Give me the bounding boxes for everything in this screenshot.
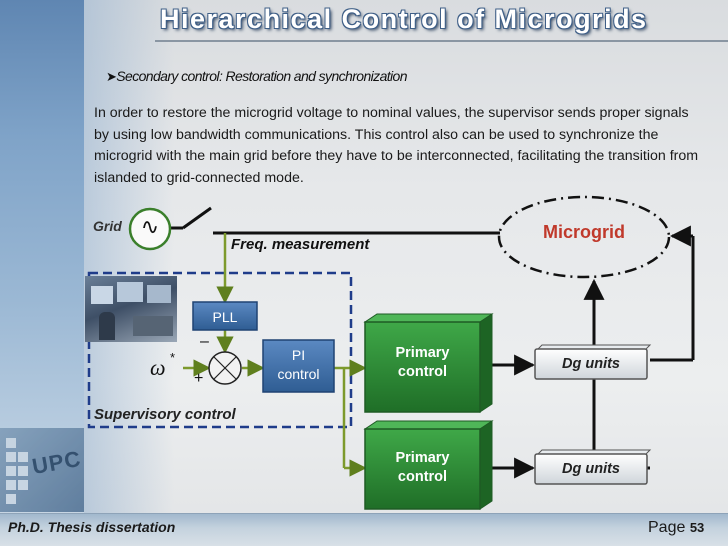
footer-divider — [0, 513, 728, 514]
summer-minus-sign: – — [200, 333, 209, 350]
primary-bottom-box — [364, 428, 481, 510]
primary-bottom-depth-side — [479, 420, 493, 510]
primary-top-box — [364, 321, 481, 413]
footer-page-label: Page — [648, 519, 686, 536]
pll-box — [192, 301, 258, 331]
title-underline — [155, 40, 728, 42]
omega-star: * — [170, 350, 176, 365]
dg-units-top-label: Dg units — [562, 356, 620, 372]
primary-bottom-depth-top — [363, 420, 494, 430]
supervisory-control-label: Supervisory control — [94, 406, 236, 423]
footer-page-number: 53 — [689, 520, 705, 535]
pi-control-box — [262, 339, 335, 393]
slide-title: Hierarchical Control of Microgrids — [160, 4, 648, 34]
dg-top-box — [534, 348, 648, 380]
pi-label-line1: PI — [291, 347, 306, 363]
grid-switch — [182, 206, 212, 230]
ac-source-icon: ∿ — [140, 214, 160, 239]
dg-units-bottom-label: Dg units — [562, 461, 620, 477]
body-paragraph: In order to restore the microgrid voltag… — [94, 105, 699, 186]
microgrid-label: Microgrid — [543, 222, 626, 242]
pll-label: PLL — [212, 309, 238, 325]
supervisory-dashed-box — [87, 271, 353, 429]
omega-reference: ω — [150, 355, 166, 380]
bullet-heading-text: Secondary control: Restoration and synch… — [116, 68, 407, 84]
primary-top-depth-top — [363, 313, 494, 323]
pi-label-line2: control — [277, 366, 320, 382]
footer-thesis-label: Ph.D. Thesis dissertation — [8, 519, 176, 535]
primary-bottom-label-line1: Primary — [395, 450, 450, 466]
freq-measurement-label: Freq. measurement — [231, 236, 370, 253]
primary-bottom-label-line2: control — [397, 469, 448, 485]
bullet-heading: ➤Secondary control: Restoration and sync… — [106, 68, 408, 85]
microgrid-ellipse — [497, 195, 671, 279]
footer-bar — [0, 513, 728, 546]
ac-source-circle — [128, 207, 172, 251]
summer-plus-sign: + — [194, 370, 204, 387]
bullet-arrow-icon: ➤ — [106, 69, 117, 84]
summing-cross-b — [213, 356, 237, 380]
primary-top-label-line1: Primary — [395, 345, 450, 361]
primary-top-label-line2: control — [397, 364, 448, 380]
upc-logo: UPC — [0, 428, 84, 512]
control-room-photo — [85, 276, 177, 342]
grid-label: Grid — [93, 218, 122, 234]
primary-top-depth-side — [479, 313, 493, 413]
footer-page: Page 53 — [648, 519, 704, 537]
dg-bottom-box — [534, 453, 648, 485]
